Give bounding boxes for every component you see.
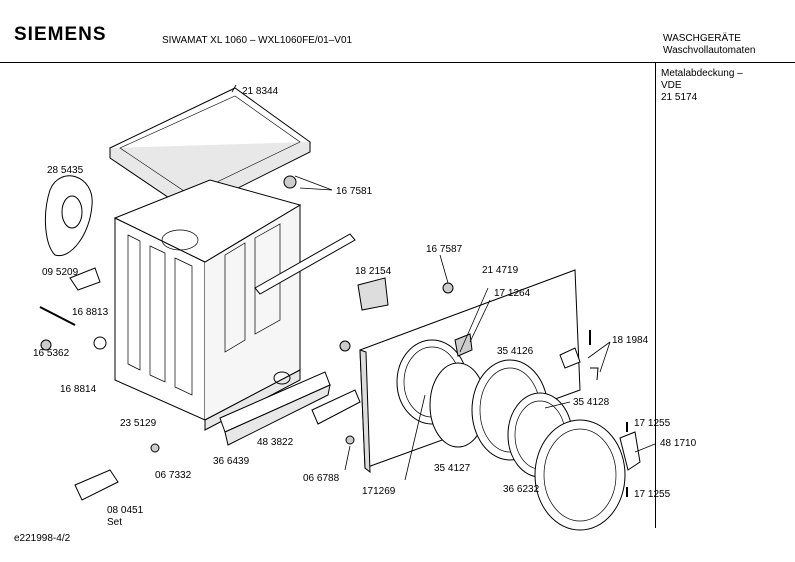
side-note: Metalabdeckung – VDE 21 5174	[661, 68, 743, 104]
subcategory-title: Waschvollautomaten	[663, 45, 756, 56]
part-label-483822: 48 3822	[257, 437, 294, 448]
part-label-066788: 06 6788	[303, 473, 340, 484]
part-label-171255-b: 17 1255	[634, 489, 671, 500]
side-note-line2: VDE	[661, 80, 682, 91]
part-label-167581: 16 7581	[336, 186, 373, 197]
part-label-165362: 16 5362	[33, 348, 70, 359]
part-label-171264: 17 1264	[494, 288, 531, 299]
part-label-285435: 28 5435	[47, 165, 84, 176]
part-label-235129: 23 5129	[120, 418, 157, 429]
part-label-354127: 35 4127	[434, 463, 471, 474]
side-note-line1: Metalabdeckung –	[661, 68, 743, 79]
part-label-095209: 09 5209	[42, 267, 79, 278]
part-label-214719: 21 4719	[482, 265, 519, 276]
diagram-code: e221998-4/2	[14, 533, 71, 544]
control-panel-shape	[219, 371, 361, 446]
part-label-080451: 08 0451	[107, 505, 144, 516]
part-label-481710: 48 1710	[660, 438, 697, 449]
part-label-168814: 16 8814	[60, 384, 97, 395]
small-parts-shape	[39, 175, 641, 501]
part-label-168813: 16 8813	[72, 307, 109, 318]
brand-logo: SIEMENS	[14, 24, 107, 45]
part-label-218344: 21 8344	[242, 86, 279, 97]
leader-lines	[231, 84, 656, 497]
part-label-171269: 171269	[362, 486, 396, 497]
frame-top-rule	[0, 62, 795, 63]
door-rings-shape	[429, 359, 626, 531]
side-note-line3: 21 5174	[661, 92, 698, 103]
part-label-171255-a: 17 1255	[634, 418, 671, 429]
model-title: SIWAMAT XL 1060 – WXL1060FE/01–V01	[162, 35, 353, 46]
part-label-181984: 18 1984	[612, 335, 649, 346]
part-label-067332: 06 7332	[155, 470, 192, 481]
part-label-182154: 18 2154	[355, 266, 392, 277]
part-label-354128: 35 4128	[573, 397, 610, 408]
part-label-366439: 36 6439	[213, 456, 250, 467]
frame-divider	[655, 62, 656, 528]
cabinet-shape	[113, 179, 356, 431]
category-title: WASCHGERÄTE	[663, 33, 741, 44]
part-label-set: Set	[107, 517, 123, 528]
top-cover-shape	[108, 87, 311, 213]
part-label-167587: 16 7587	[426, 244, 463, 255]
part-label-366232: 36 6232	[503, 484, 540, 495]
part-label-354126: 35 4126	[497, 346, 534, 357]
